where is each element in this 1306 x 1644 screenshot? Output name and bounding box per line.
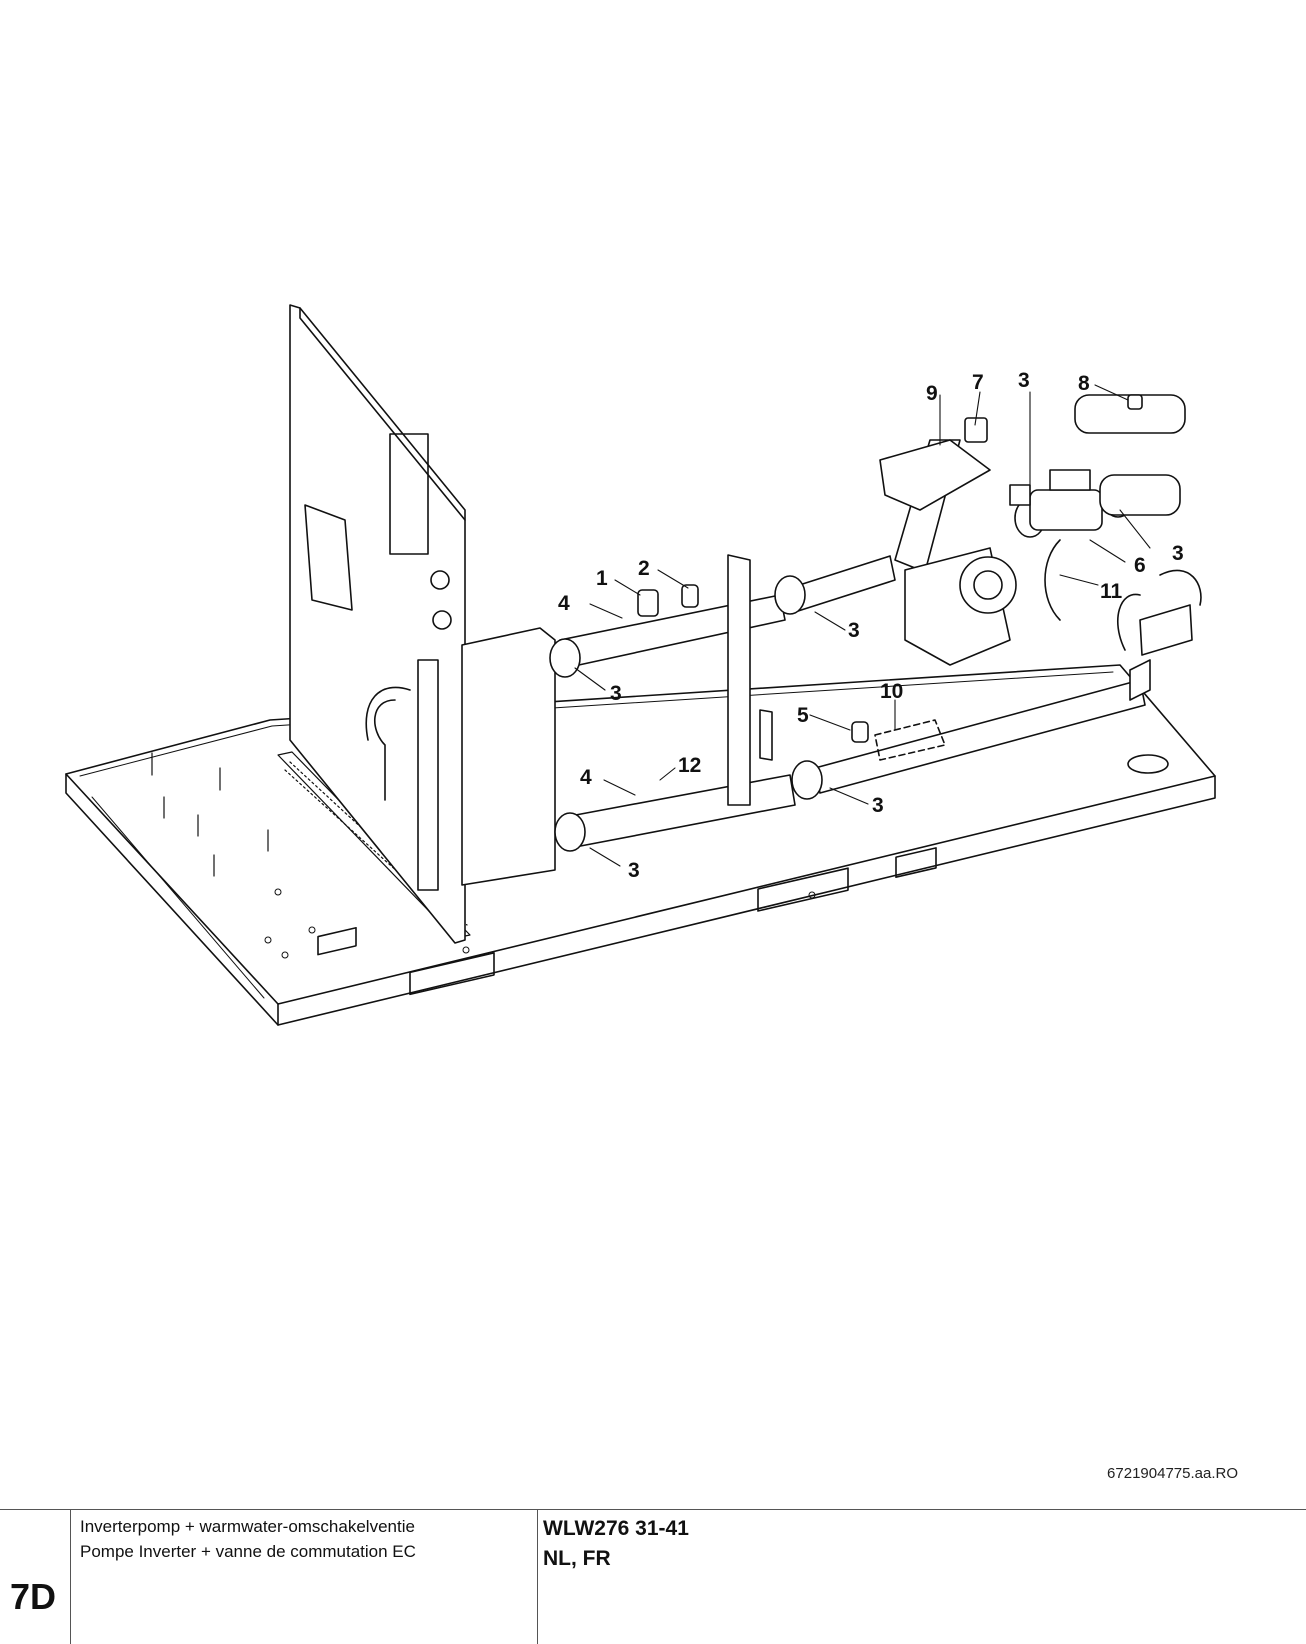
callout-2: 2	[638, 557, 650, 580]
callout-5: 5	[797, 704, 809, 727]
footer-divider-left	[70, 1510, 71, 1644]
callout-3-upper-right: 3	[1018, 369, 1030, 392]
heat-exchanger	[365, 627, 556, 891]
section-description: Inverterpomp + warmwater-omschakelventie…	[80, 1514, 416, 1564]
sensor-sleeve	[874, 719, 946, 761]
description-line-fr: Pompe Inverter + vanne de commutation EC	[80, 1542, 416, 1561]
callout-4-lower: 4	[580, 766, 592, 789]
callout-3-upper-left: 3	[610, 682, 622, 705]
callout-4-upper: 4	[558, 592, 570, 615]
support-post	[727, 554, 773, 806]
callout-10: 10	[880, 680, 903, 703]
callout-11: 11	[1100, 580, 1123, 603]
callout-12: 12	[678, 754, 701, 777]
callout-3-upper-pipe: 3	[848, 619, 860, 642]
callout-3-lower-pipe: 3	[872, 794, 884, 817]
callout-labels: 1 2 3 3 3 3 3 3 4 4 5 6 7 8 9 10 11 12	[558, 369, 1184, 882]
footer-title-block: 7D Inverterpomp + warmwater-omschakelven…	[0, 1509, 1306, 1644]
callout-9: 9	[926, 382, 938, 405]
callout-8: 8	[1078, 372, 1090, 395]
exploded-assembly-drawing: 1 2 3 3 3 3 3 3 4 4 5 6 7 8 9 10 11 12	[65, 304, 1216, 1026]
pump-valve-group	[879, 394, 1202, 666]
document-number: 6721904775.aa.RO	[1107, 1465, 1238, 1482]
languages: NL, FR	[543, 1547, 611, 1570]
fittings	[637, 394, 1143, 743]
callout-3-clamp-right: 3	[1172, 542, 1184, 565]
model-block: WLW276 31-41 NL, FR	[543, 1514, 689, 1574]
leader-lines	[574, 384, 1151, 867]
model-number: WLW276 31-41	[543, 1517, 689, 1540]
section-code: 7D	[10, 1576, 57, 1617]
description-line-nl: Inverterpomp + warmwater-omschakelventie	[80, 1517, 415, 1536]
footer-divider-right	[537, 1510, 538, 1644]
callout-6: 6	[1134, 554, 1146, 577]
callout-3-lower-left: 3	[628, 859, 640, 882]
callout-1: 1	[596, 567, 608, 590]
callout-7: 7	[972, 371, 984, 394]
